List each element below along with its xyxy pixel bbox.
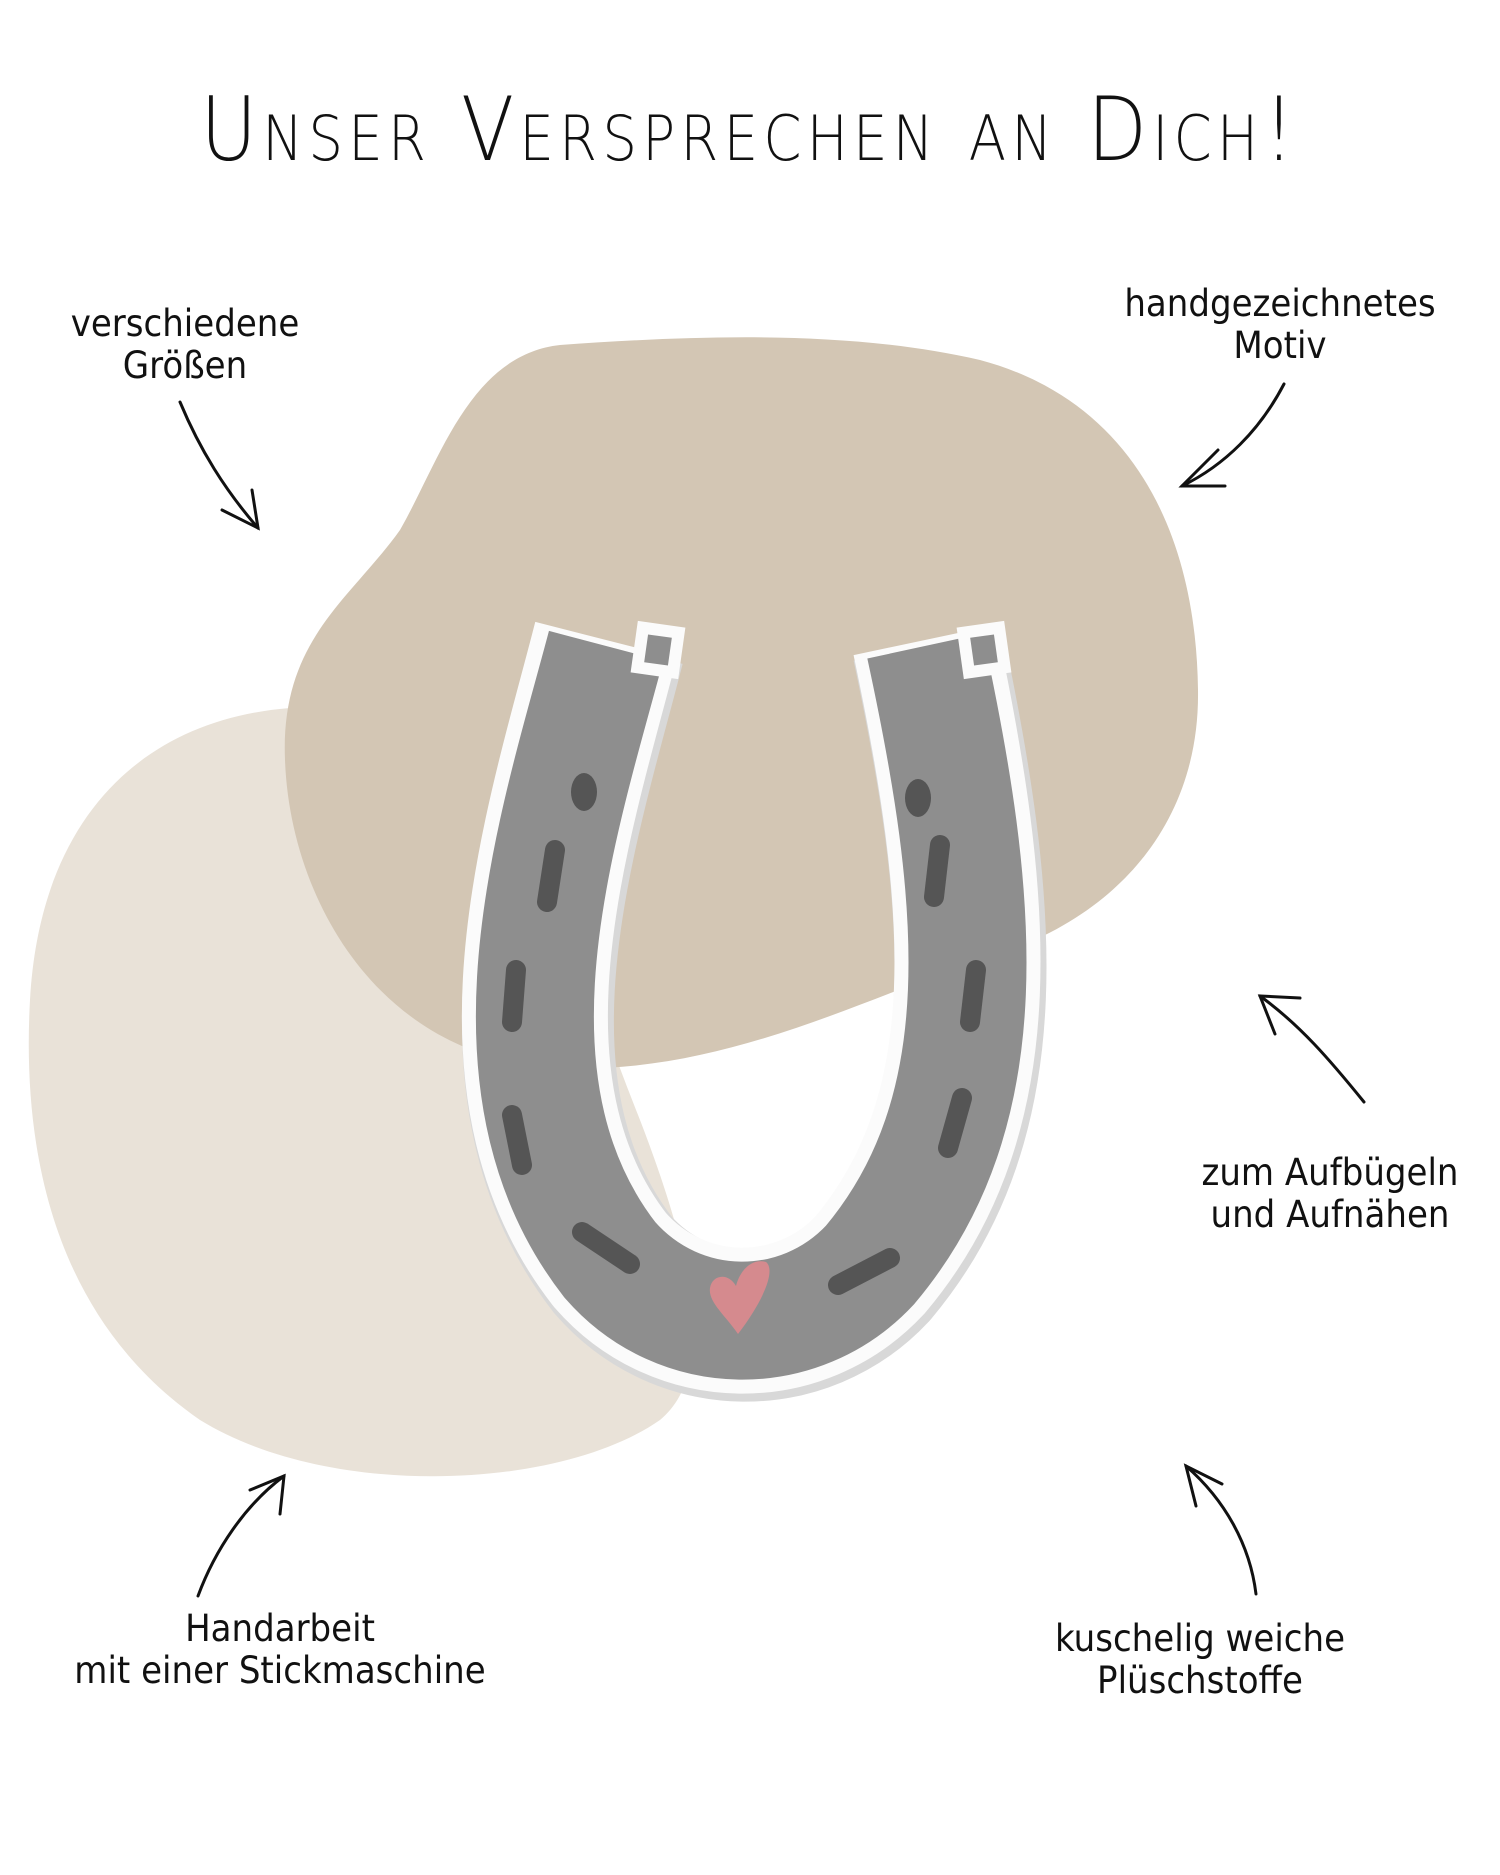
stitch-marks: [502, 773, 986, 1295]
feature-handmade: Handarbeit mit einer Stickmaschine: [41, 1608, 519, 1692]
feature-line: Größen: [122, 344, 248, 387]
background-blob-dark: [284, 337, 1199, 1069]
feature-sizes: verschiedene Größen: [52, 303, 319, 387]
feature-line: verschiedene: [70, 302, 300, 345]
horseshoe-patch: [461, 620, 1047, 1402]
feature-iron-and-sew-on: zum Aufbügeln und Aufnähen: [1174, 1152, 1487, 1236]
page-title: Unser Versprechen an Dich!: [200, 78, 1300, 181]
feature-plush-fabrics: kuschelig weiche Plüschstoffe: [1016, 1618, 1384, 1702]
feature-line: und Aufnähen: [1210, 1193, 1450, 1236]
feature-line: Plüschstoffe: [1097, 1659, 1303, 1702]
feature-line: mit einer Stickmaschine: [74, 1649, 486, 1692]
arrow-icon-handmade: [196, 1473, 286, 1598]
feature-line: Motiv: [1233, 324, 1327, 367]
feature-line: Handarbeit: [185, 1607, 375, 1650]
arrow-icon-plush: [1183, 1463, 1258, 1596]
heart-icon: [709, 1261, 770, 1334]
arrows: [178, 382, 1366, 1598]
arrow-icon-ironing: [1257, 994, 1366, 1104]
feature-line: zum Aufbügeln: [1201, 1151, 1459, 1194]
feature-line: kuschelig weiche: [1054, 1617, 1346, 1660]
arrow-icon-motif: [1178, 382, 1286, 488]
feature-line: handgezeichnetes: [1124, 282, 1436, 325]
arrow-icon-sizes: [178, 400, 260, 531]
feature-hand-drawn-motif: handgezeichnetes Motiv: [1096, 283, 1464, 367]
